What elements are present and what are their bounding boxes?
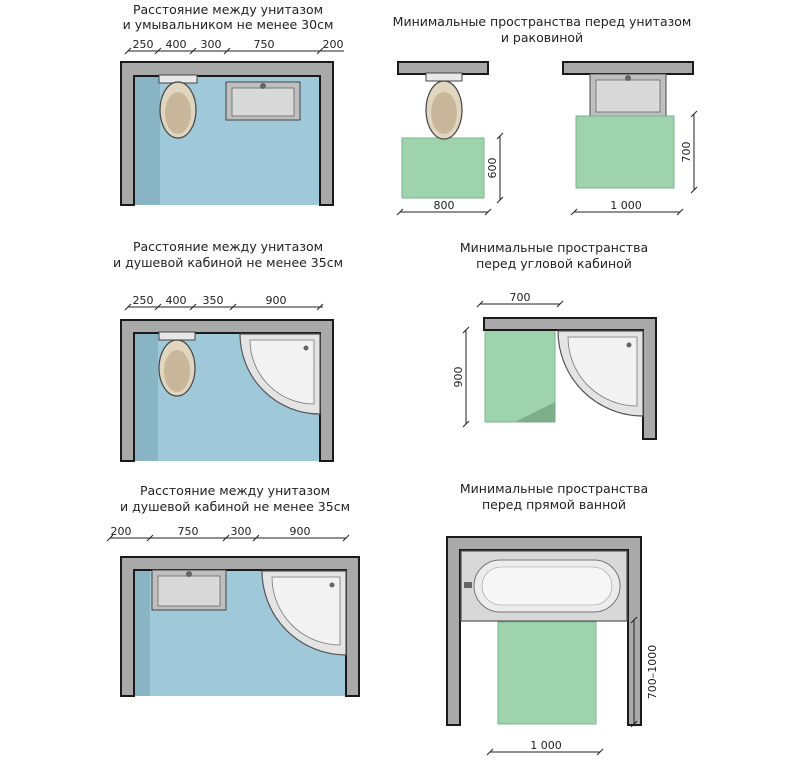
panel-5-title-line-2: и душевой кабиной не менее 35см (120, 499, 350, 514)
panel-toilet-shower: Расстояние между унитазом и душевой каби… (113, 239, 343, 462)
dim-750: 750 (254, 38, 275, 51)
panel-1-title-line-1: Расстояние между унитазом (133, 2, 323, 17)
dim-200: 200 (323, 38, 344, 51)
panel-1-title-line-2: и умывальником не менее 30см (123, 17, 334, 32)
corner-shower-icon (557, 330, 644, 417)
panel-2-title-line-1: Минимальные пространства перед унитазом (393, 14, 692, 29)
dim-400: 400 (166, 38, 187, 51)
dimension-chain-5: 200 750 300 900 (106, 525, 350, 542)
wall-4 (483, 317, 657, 440)
washbasin-icon (589, 73, 667, 117)
dim-700: 700 (510, 291, 531, 304)
corner-shower-icon (261, 570, 347, 656)
panel-min-space-bathtub: Минимальные пространства перед прямой ва… (446, 481, 659, 756)
dim-250: 250 (133, 38, 154, 51)
corner-shower-icon (239, 333, 321, 415)
panel-min-space-corner-shower: Минимальные пространства перед угловой к… (452, 240, 657, 440)
bathtub-icon (460, 550, 628, 622)
dim-700: 700 (680, 142, 693, 163)
dim-750: 750 (178, 525, 199, 538)
panel-toilet-washbasin: Расстояние между унитазом и умывальником… (120, 2, 344, 206)
washbasin-icon (225, 81, 301, 121)
wall-5 (120, 556, 360, 697)
dim-900: 900 (452, 367, 465, 388)
dim-300: 300 (201, 38, 222, 51)
clearance-sink (575, 115, 675, 189)
dim-300: 300 (231, 525, 252, 538)
panel-5-title-line-1: Расстояние между унитазом (140, 483, 330, 498)
toilet-icon (158, 74, 198, 139)
panel-6-title-line-1: Минимальные пространства (460, 481, 648, 496)
dim-1000: 1 000 (530, 739, 562, 752)
panel-min-space-toilet-sink: Минимальные пространства перед унитазом … (393, 14, 698, 216)
panel-4-title-line-1: Минимальные пространства (460, 240, 648, 255)
dim-700-1000: 700–1000 (646, 645, 659, 700)
wall-3 (120, 319, 334, 462)
dim-1000: 1 000 (610, 199, 642, 212)
washbasin-icon (151, 569, 227, 611)
panel-2-title-line-2: и раковиной (501, 30, 583, 45)
dim-200: 200 (111, 525, 132, 538)
panel-3-title-line-2: и душевой кабиной не менее 35см (113, 255, 343, 270)
dim-900: 900 (290, 525, 311, 538)
dimension-chain-3: 250 400 350 900 (124, 294, 324, 311)
dim-800: 800 (434, 199, 455, 212)
clearance-toilet (401, 137, 485, 199)
dim-900: 900 (266, 294, 287, 307)
dim-400: 400 (166, 294, 187, 307)
wall-1 (120, 61, 334, 206)
wall-2b (562, 61, 694, 75)
wall-2a (397, 61, 489, 75)
dim-600: 600 (486, 158, 499, 179)
dim-250: 250 (133, 294, 154, 307)
dim-350: 350 (203, 294, 224, 307)
panel-6-title-line-2: перед прямой ванной (482, 497, 626, 512)
panel-3-title-line-1: Расстояние между унитазом (133, 239, 323, 254)
panel-washbasin-shower: Расстояние между унитазом и душевой каби… (106, 483, 360, 697)
wall-6 (446, 536, 642, 726)
dimension-chain-1: 250 400 300 750 200 (124, 38, 344, 55)
clearance-bathtub (497, 621, 597, 725)
toilet-icon (425, 72, 463, 140)
toilet-icon (158, 331, 196, 397)
panel-4-title-line-2: перед угловой кабиной (476, 256, 632, 271)
